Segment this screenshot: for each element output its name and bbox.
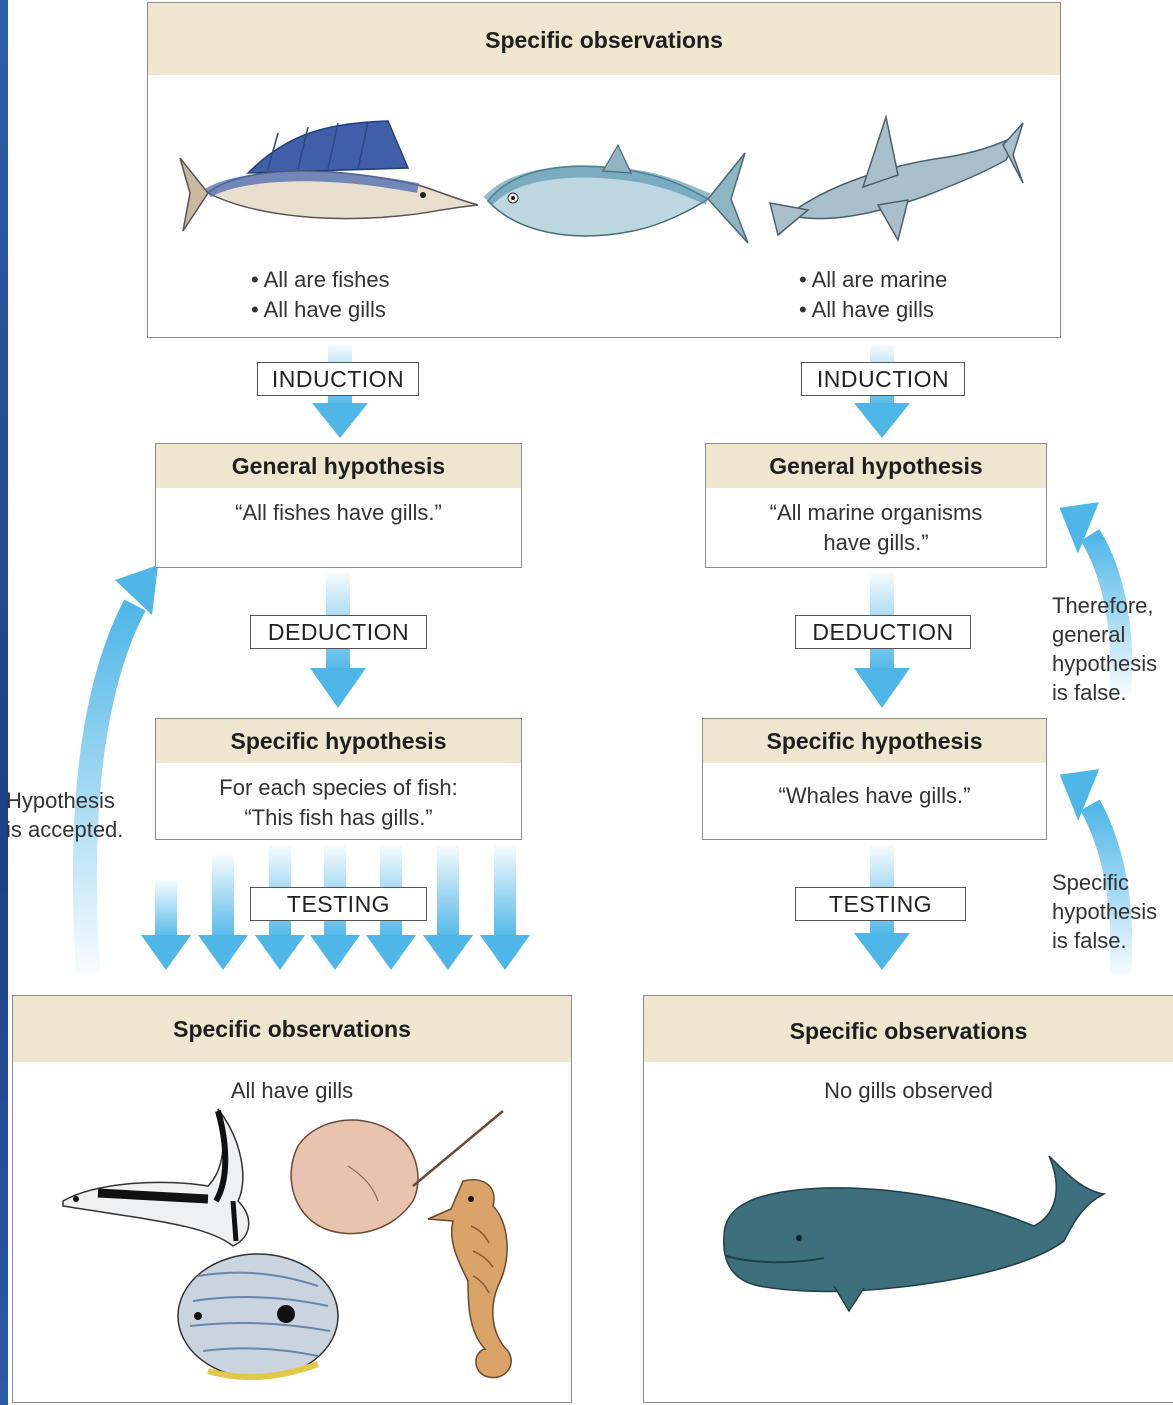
loop-arrow-accepted bbox=[40, 540, 170, 980]
specific-false-line3: is false. bbox=[1052, 926, 1157, 955]
bullet-all-gills-left: All have gills bbox=[264, 297, 386, 322]
butterflyfish-icon bbox=[168, 1246, 348, 1386]
specific-hypothesis-line2-left: “This fish has gills.” bbox=[156, 803, 521, 833]
general-hypothesis-header-left: General hypothesis bbox=[156, 444, 521, 488]
hypothesis-accepted-note: Hypothesis is accepted. bbox=[6, 786, 123, 844]
top-observations-box: Specific observations • All are fishes •… bbox=[147, 2, 1061, 338]
general-false-line4: is false. bbox=[1052, 678, 1157, 707]
specific-hypothesis-box-right: Specific hypothesis “Whales have gills.” bbox=[702, 718, 1047, 840]
general-hypothesis-box-left: General hypothesis “All fishes have gill… bbox=[155, 443, 522, 568]
general-false-line3: hypothesis bbox=[1052, 649, 1157, 678]
specific-false-line2: hypothesis bbox=[1052, 897, 1157, 926]
specific-hypothesis-text-right: “Whales have gills.” bbox=[703, 781, 1046, 811]
sperm-whale-icon bbox=[714, 1146, 1114, 1316]
top-right-bullets: • All are marine • All have gills bbox=[799, 265, 947, 325]
general-hypothesis-box-right: General hypothesis “All marine organisms… bbox=[705, 443, 1047, 568]
specific-false-line1: Specific bbox=[1052, 868, 1157, 897]
angelfish-icon bbox=[58, 1101, 258, 1251]
observations-box-right: Specific observations No gills observed bbox=[643, 995, 1173, 1403]
general-hypothesis-line1-right: “All marine organisms bbox=[706, 498, 1046, 528]
tuna-icon bbox=[483, 143, 753, 253]
general-hypothesis-false-note: Therefore, general hypothesis is false. bbox=[1052, 591, 1157, 707]
top-observations-header: Specific observations bbox=[148, 3, 1060, 75]
deduction-label-right: DEDUCTION bbox=[795, 615, 971, 649]
sidebar-strip bbox=[0, 0, 8, 1405]
general-false-line2: general bbox=[1052, 620, 1157, 649]
induction-label-right: INDUCTION bbox=[801, 362, 965, 396]
seahorse-icon bbox=[423, 1171, 533, 1391]
specific-hypothesis-false-note: Specific hypothesis is false. bbox=[1052, 868, 1157, 955]
accepted-note-line1: Hypothesis bbox=[6, 786, 123, 815]
hammerhead-shark-icon bbox=[768, 115, 1028, 250]
specific-hypothesis-header-right: Specific hypothesis bbox=[703, 719, 1046, 763]
bullet-all-gills-right: All have gills bbox=[812, 297, 934, 322]
induction-label-left: INDUCTION bbox=[257, 362, 419, 396]
testing-label-left: TESTING bbox=[250, 887, 427, 921]
observations-box-left: Specific observations All have gills bbox=[12, 995, 572, 1403]
general-hypothesis-line2-right: have gills.” bbox=[706, 528, 1046, 558]
accepted-note-line2: is accepted. bbox=[6, 815, 123, 844]
bullet-all-fishes: All are fishes bbox=[264, 267, 390, 292]
sailfish-icon bbox=[178, 113, 478, 263]
bullet-all-marine: All are marine bbox=[812, 267, 948, 292]
general-hypothesis-text-left: “All fishes have gills.” bbox=[156, 498, 521, 528]
general-hypothesis-header-right: General hypothesis bbox=[706, 444, 1046, 488]
general-false-line1: Therefore, bbox=[1052, 591, 1157, 620]
deduction-label-left: DEDUCTION bbox=[250, 615, 427, 649]
testing-label-right: TESTING bbox=[795, 887, 966, 921]
specific-hypothesis-line1-left: For each species of fish: bbox=[156, 773, 521, 803]
observations-text-right: No gills observed bbox=[644, 1076, 1173, 1106]
observations-header-left: Specific observations bbox=[13, 996, 571, 1062]
top-left-bullets: • All are fishes • All have gills bbox=[251, 265, 390, 325]
specific-hypothesis-header-left: Specific hypothesis bbox=[156, 719, 521, 763]
specific-hypothesis-box-left: Specific hypothesis For each species of … bbox=[155, 718, 522, 840]
observations-header-right: Specific observations bbox=[644, 996, 1173, 1062]
